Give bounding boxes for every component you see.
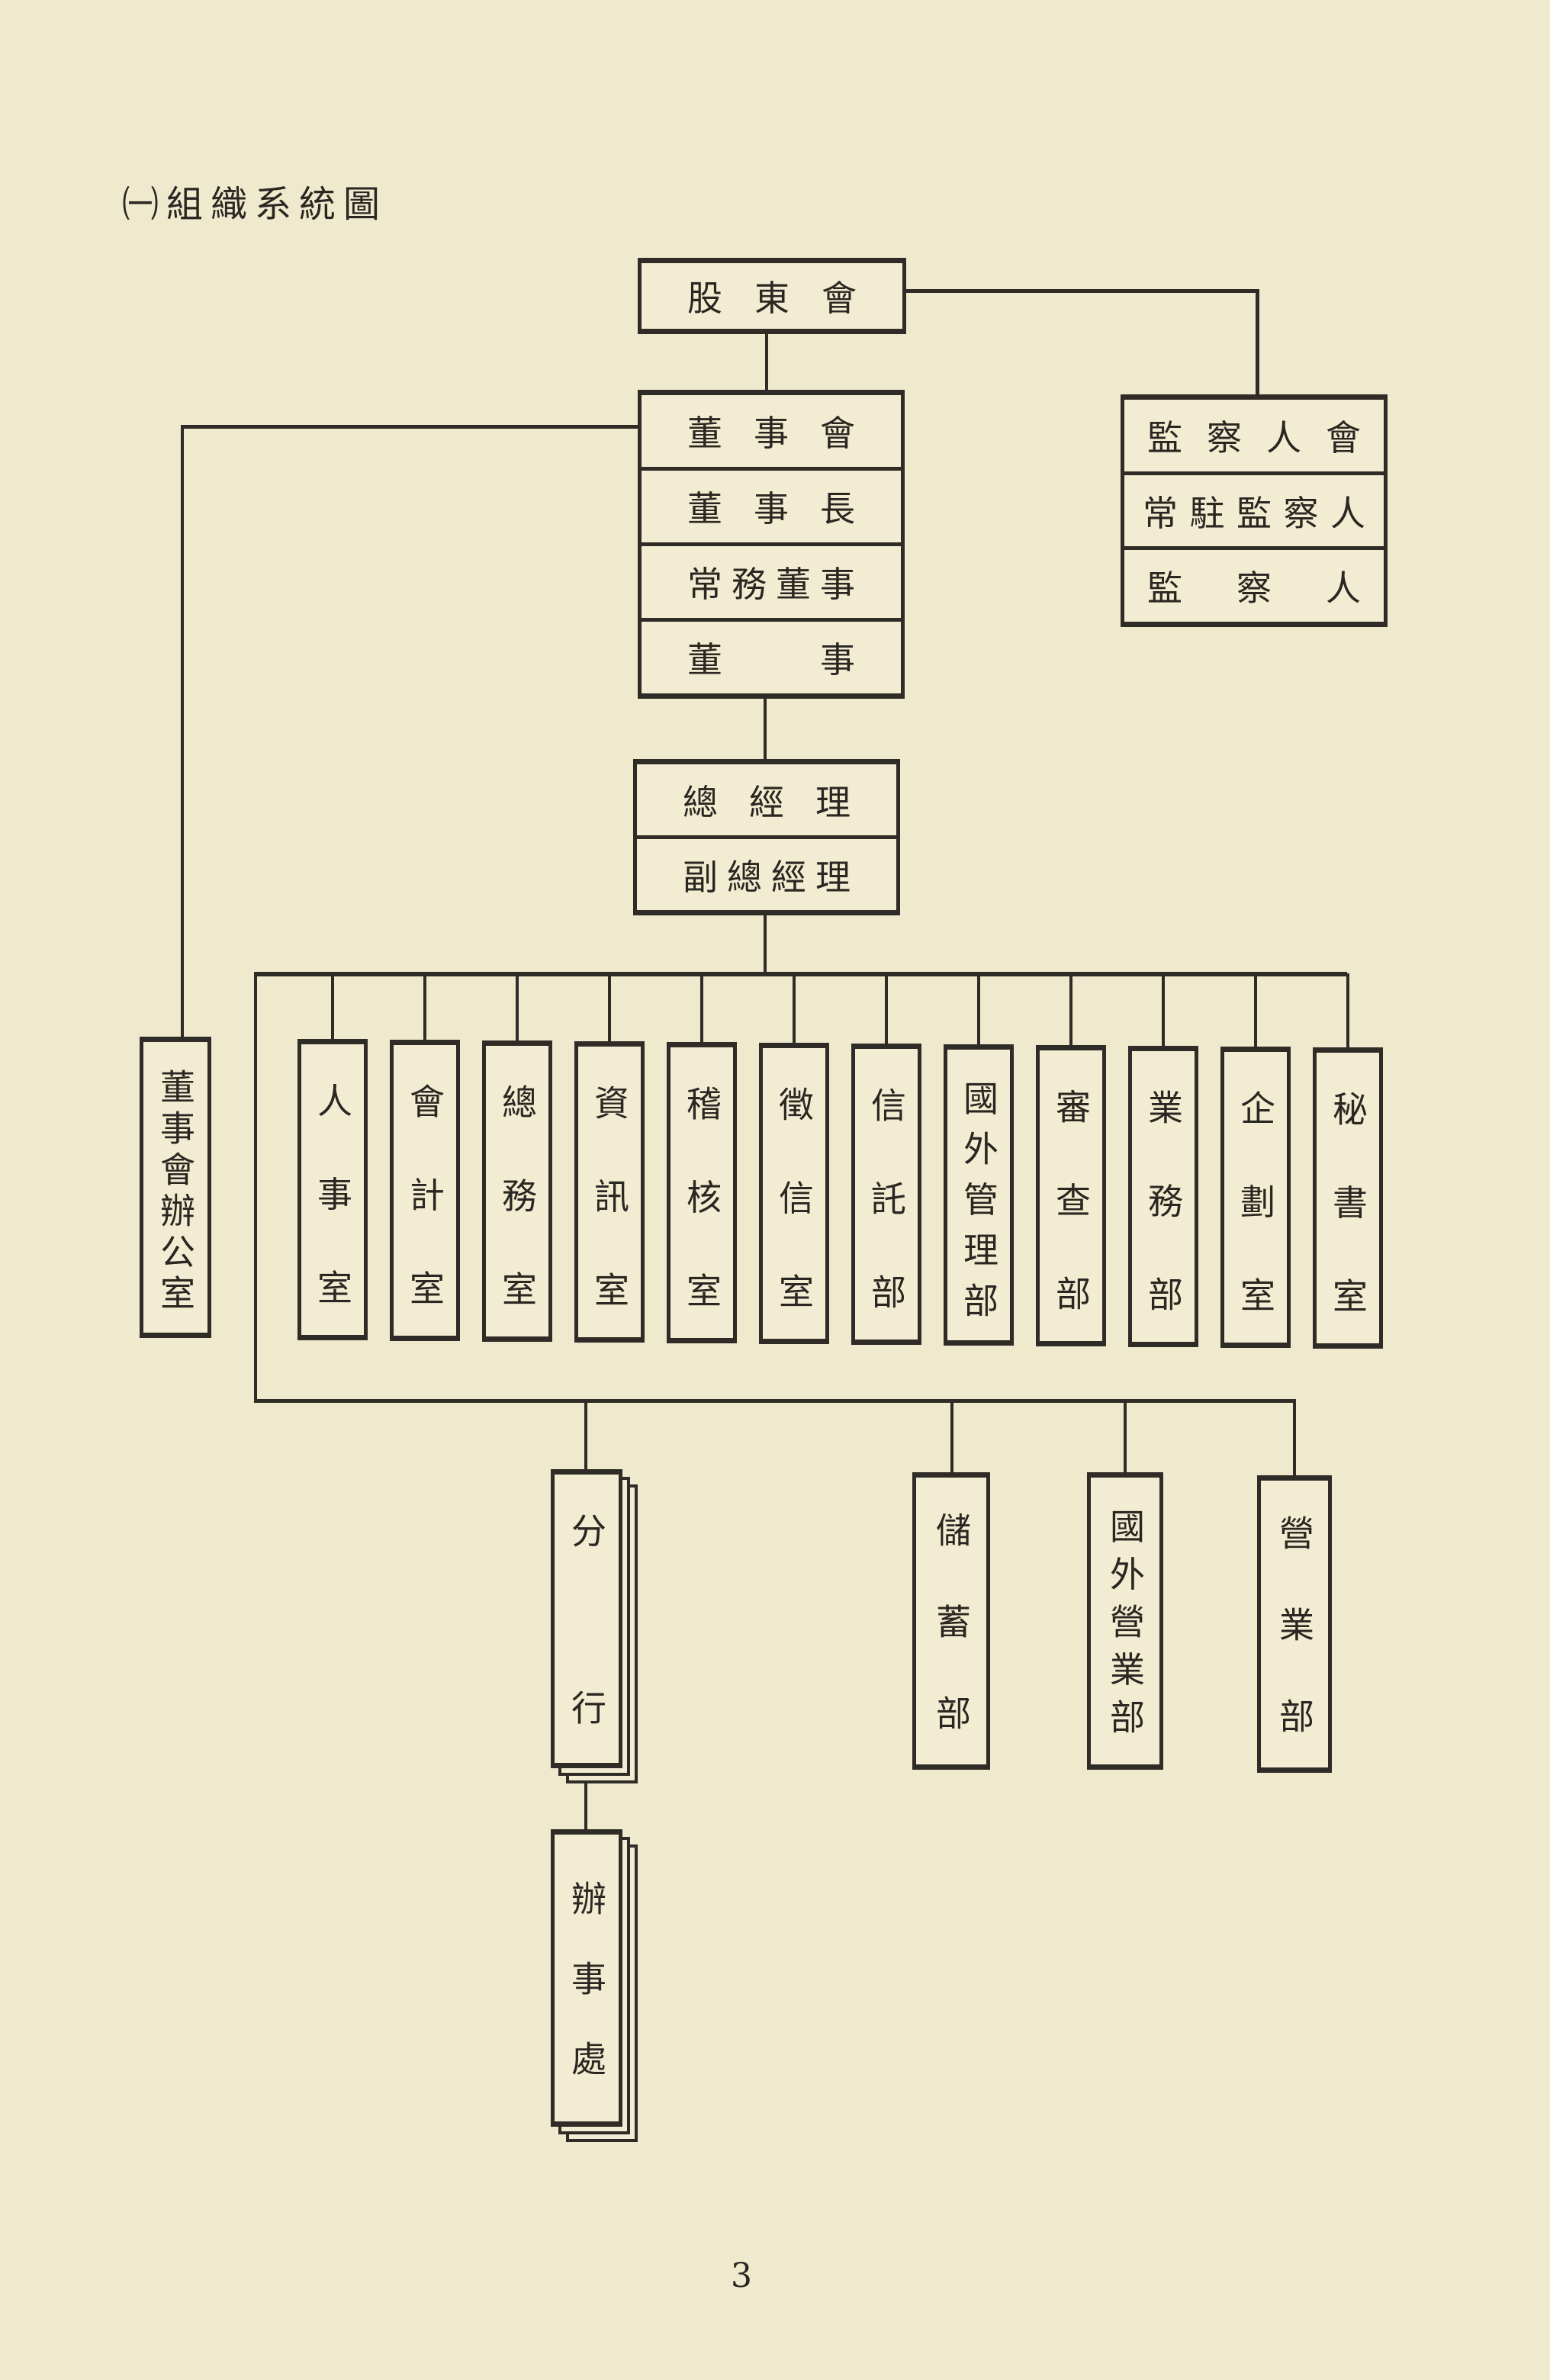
department-label: 會計室 (404, 1083, 445, 1305)
chairman-label: 董事長 (687, 488, 855, 529)
department-connector (331, 973, 334, 1040)
business-unit-label: 國外營業部 (1105, 1508, 1146, 1734)
department-box: 國外管理部 (944, 1044, 1014, 1346)
board-of-directors-label: 董事會 (687, 413, 855, 454)
department-label: 總務室 (497, 1084, 538, 1306)
department-box: 業務部 (1128, 1046, 1198, 1347)
department-connector (793, 973, 796, 1044)
department-label: 人事室 (312, 1082, 353, 1304)
branches-label: 分行 (566, 1513, 607, 1725)
branch-bus (254, 1399, 1296, 1403)
offices-label: 辦事處 (566, 1880, 607, 2076)
department-box: 稽核室 (667, 1042, 737, 1343)
department-label: 秘書室 (1327, 1091, 1368, 1313)
connector (765, 333, 768, 392)
connector (950, 1399, 953, 1474)
managing-director-label: 常務董事 (687, 564, 855, 605)
savings-department-box: 儲蓄部 (912, 1472, 990, 1770)
board-office-box: 董事會辦公室 (140, 1037, 211, 1338)
department-connector (885, 973, 888, 1045)
connector (584, 1399, 587, 1471)
department-connector (1346, 973, 1349, 1049)
department-label: 審查部 (1050, 1089, 1092, 1311)
management-box: 總經理 副總經理 (633, 759, 900, 915)
chart-title: ㈠組織系統圖 (122, 183, 388, 226)
department-connector (423, 973, 426, 1041)
department-label: 信託部 (866, 1087, 907, 1309)
department-label: 稽核室 (681, 1085, 722, 1307)
connector (1293, 1399, 1296, 1477)
general-manager-label: 總經理 (683, 781, 851, 823)
department-label: 徵信室 (773, 1086, 815, 1308)
department-connector (608, 973, 611, 1043)
connector (254, 972, 257, 1402)
business-department-box: 營業部 (1257, 1475, 1332, 1773)
connector (764, 697, 767, 761)
shareholders-meeting-box: 股東會 (638, 258, 906, 334)
connector (1124, 1399, 1127, 1474)
shareholders-label: 股東會 (687, 278, 857, 319)
supervisors-box: 監察人會 常駐監察人 監察人 (1121, 394, 1388, 627)
deputy-general-manager-label: 副總經理 (683, 856, 851, 898)
connector (181, 425, 638, 429)
board-office-label: 董事會辦公室 (155, 1069, 196, 1310)
connector (181, 425, 184, 1039)
department-bus (255, 972, 1347, 976)
connector (764, 912, 767, 973)
board-box: 董事會 董事長 常務董事 董事 (638, 390, 905, 699)
department-label: 資訊室 (589, 1085, 630, 1307)
department-connector (700, 973, 703, 1044)
department-box: 總務室 (482, 1040, 552, 1342)
page-number: 3 (731, 2256, 752, 2295)
offices-box: 辦事處 (551, 1829, 622, 2127)
connector (905, 289, 1259, 293)
supervisors-meeting-label: 監察人會 (1147, 416, 1361, 458)
department-connector (1254, 973, 1257, 1048)
department-connector (977, 973, 980, 1046)
department-connector (1069, 973, 1072, 1047)
department-connector (1162, 973, 1165, 1047)
resident-supervisor-label: 常駐監察人 (1143, 492, 1365, 534)
international-business-department-box: 國外營業部 (1087, 1472, 1163, 1770)
department-box: 審查部 (1036, 1045, 1106, 1346)
department-box: 徵信室 (759, 1043, 829, 1344)
department-connector (516, 973, 519, 1042)
branches-box: 分行 (551, 1469, 622, 1768)
department-label: 企劃室 (1235, 1090, 1276, 1312)
department-box: 人事室 (297, 1039, 368, 1340)
department-box: 會計室 (390, 1040, 460, 1341)
connector (584, 1767, 587, 1831)
department-label: 國外管理部 (958, 1080, 999, 1317)
department-label: 業務部 (1143, 1089, 1184, 1311)
department-box: 信託部 (851, 1044, 921, 1345)
connector (1256, 289, 1259, 396)
supervisor-label: 監察人 (1147, 568, 1361, 609)
business-unit-label: 營業部 (1274, 1515, 1315, 1733)
department-box: 資訊室 (574, 1041, 645, 1343)
business-unit-label: 儲蓄部 (931, 1512, 972, 1730)
department-box: 秘書室 (1313, 1047, 1383, 1349)
department-box: 企劃室 (1220, 1047, 1291, 1348)
director-label: 董事 (687, 639, 855, 680)
